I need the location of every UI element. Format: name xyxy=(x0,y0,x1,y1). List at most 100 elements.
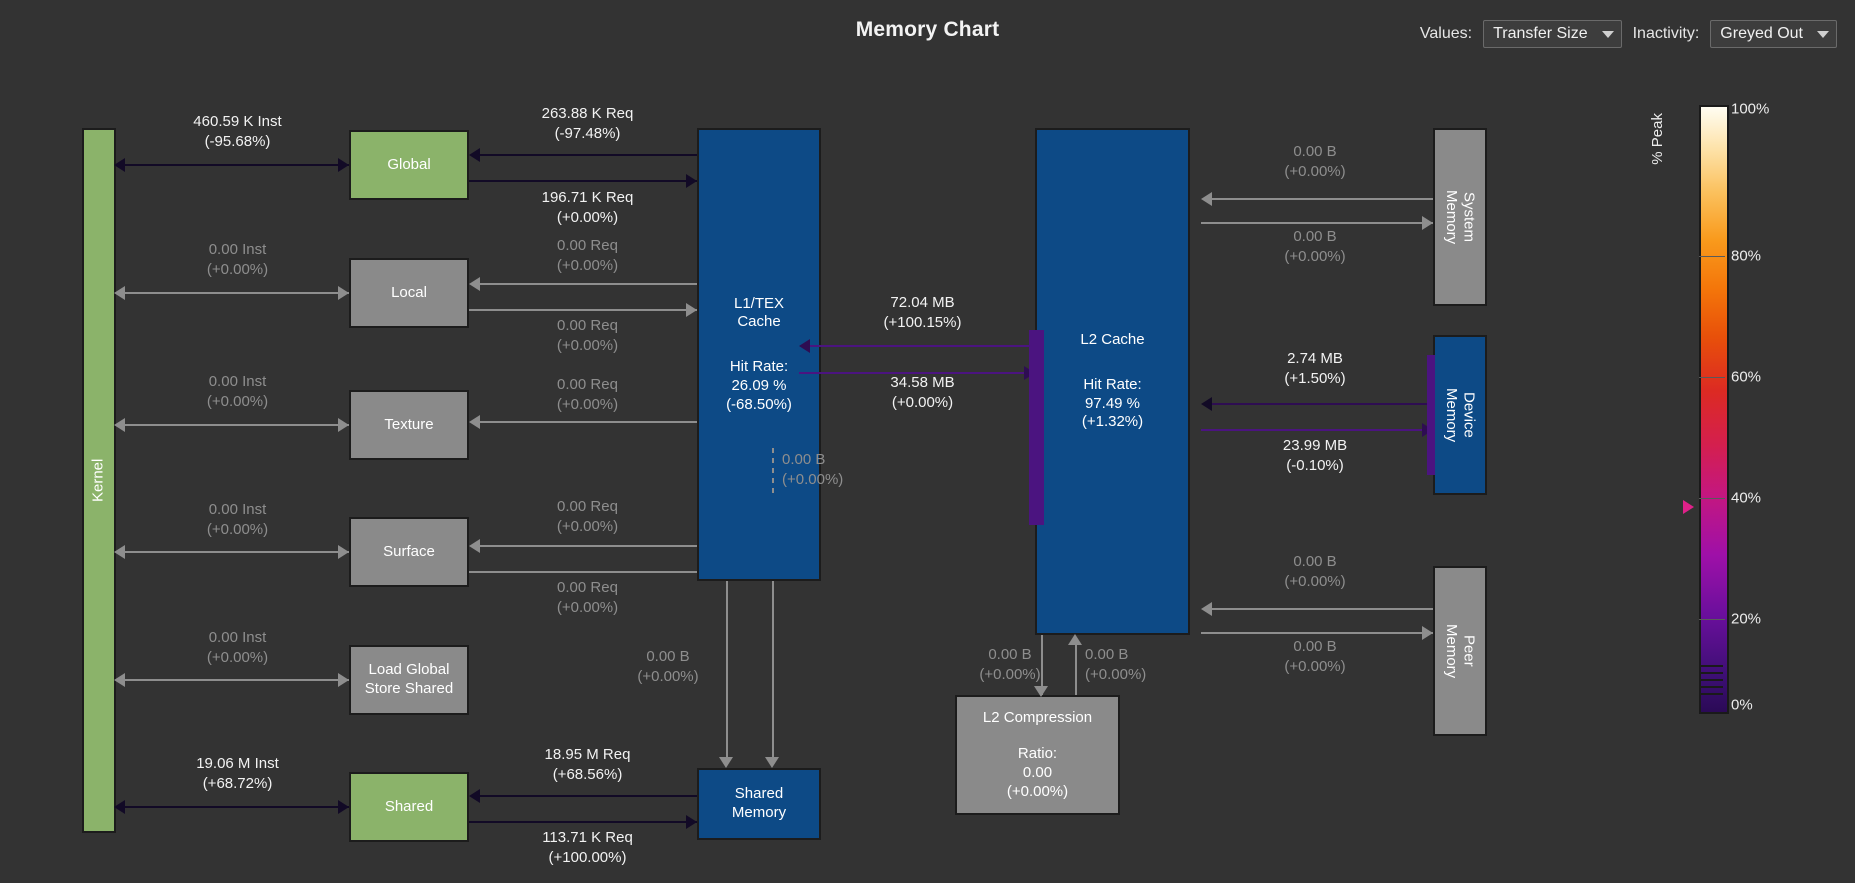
scale-tick-0: 0% xyxy=(1731,696,1753,714)
edge-kernel-shared xyxy=(125,806,349,808)
edge-l2-compress-down xyxy=(1041,635,1043,695)
edge-label-surface-l1-out: 0.00 Req(+0.00%) xyxy=(556,579,619,616)
top-controls: Values: Transfer Size Inactivity: Greyed… xyxy=(1420,20,1837,48)
edge-label-l2-system-in: 0.00 B(+0.00%) xyxy=(1284,143,1346,180)
edge-label-l2-compress-up: 0.00 B(+0.00%) xyxy=(1085,646,1147,683)
edge-kernel-lgss xyxy=(125,679,349,681)
edge-label-l2-system-out: 0.00 B(+0.00%) xyxy=(1284,228,1346,265)
edge-label-lgss-dashed: 0.00 B(+0.00%) xyxy=(782,451,844,488)
l2-left-bar-2 xyxy=(1037,330,1044,525)
scale-striation xyxy=(1701,686,1723,688)
scale-striation xyxy=(1701,693,1723,695)
l2-hit-rate-value: 97.49 % xyxy=(1084,394,1141,412)
scale-tick-40: 40% xyxy=(1731,489,1762,507)
scale-striation xyxy=(1701,665,1723,667)
edge-label-kernel-global: 460.59 K Inst(-95.68%) xyxy=(193,113,282,150)
scale-tick-dash xyxy=(1699,619,1725,620)
scale-gradient-bar xyxy=(1699,105,1729,714)
edge-l2-system-out xyxy=(1201,222,1433,224)
edge-shared-sharedmem-out xyxy=(469,821,697,823)
arrowhead-right-icon xyxy=(1422,626,1433,640)
scale-striation xyxy=(1701,679,1723,681)
node-load-global-store-shared[interactable]: Load Global Store Shared xyxy=(349,645,469,715)
node-l1tex-cache[interactable]: L1/TEX Cache Hit Rate: 26.09 % (-68.50%) xyxy=(697,128,821,581)
l2-compression-name: L2 Compression xyxy=(982,708,1093,726)
edge-label-l2-device-out: 23.99 MB(-0.10%) xyxy=(1282,437,1348,474)
l2-name: L2 Cache xyxy=(1080,331,1145,348)
arrowhead-left-icon xyxy=(114,418,125,432)
node-global[interactable]: Global xyxy=(349,130,469,200)
arrowhead-right-icon xyxy=(1422,216,1433,230)
arrowhead-right-icon xyxy=(338,418,349,432)
edge-label-l2-compress-down: 0.00 B(+0.00%) xyxy=(979,646,1041,683)
values-label: Values: xyxy=(1419,25,1473,42)
inactivity-dropdown-value: Greyed Out xyxy=(1720,25,1803,42)
peak-color-scale: % Peak 100% 80% 60% 40% 20% 0% xyxy=(1639,101,1819,715)
node-system-memory[interactable]: System Memory xyxy=(1433,128,1487,306)
arrowhead-left-icon xyxy=(114,800,125,814)
node-shared-memory[interactable]: Shared Memory xyxy=(697,768,821,840)
node-texture[interactable]: Texture xyxy=(349,390,469,460)
scale-tick-60: 60% xyxy=(1731,368,1762,386)
edge-global-l1-out xyxy=(469,180,697,182)
node-l2-compression[interactable]: L2 Compression Ratio: 0.00 (+0.00%) xyxy=(955,695,1120,815)
node-kernel[interactable]: Kernel xyxy=(82,128,116,833)
arrowhead-left-icon xyxy=(1201,602,1212,616)
edge-kernel-texture xyxy=(125,424,349,426)
arrowhead-right-icon xyxy=(338,158,349,172)
edge-label-kernel-lgss: 0.00 Inst(+0.00%) xyxy=(206,629,269,666)
node-l2-cache[interactable]: L2 Cache Hit Rate: 97.49 % (+1.32%) xyxy=(1035,128,1190,635)
arrowhead-right-icon xyxy=(686,303,697,317)
edge-label-local-l1-out: 0.00 Req(+0.00%) xyxy=(556,317,619,354)
edge-global-l1-in xyxy=(480,154,697,156)
edge-label-l2-peer-out: 0.00 B(+0.00%) xyxy=(1284,638,1346,675)
edge-local-l1-out xyxy=(469,309,697,311)
arrowhead-down-icon xyxy=(719,757,733,768)
l1tex-hit-rate-delta: (-68.50%) xyxy=(726,395,792,413)
arrowhead-down-icon xyxy=(1034,686,1048,697)
edge-l2-peer-out xyxy=(1201,632,1433,634)
arrowhead-right-icon xyxy=(686,174,697,188)
edge-label-l1-l2-out: 34.58 MB(+0.00%) xyxy=(890,374,955,411)
edge-l2-system-in xyxy=(1212,198,1433,200)
arrowhead-right-icon xyxy=(686,815,697,829)
chevron-down-icon xyxy=(1601,30,1614,38)
node-local[interactable]: Local xyxy=(349,258,469,328)
l1tex-name: L1/TEX Cache xyxy=(733,294,785,331)
scale-tick-dash xyxy=(1699,377,1725,378)
node-surface[interactable]: Surface xyxy=(349,517,469,587)
arrowhead-down-icon xyxy=(765,757,779,768)
l2-compression-ratio-label: Ratio: xyxy=(1017,745,1058,763)
edge-label-kernel-texture: 0.00 Inst(+0.00%) xyxy=(206,373,269,410)
edge-label-global-l1-in: 263.88 K Req(-97.48%) xyxy=(541,105,634,142)
scale-tick-20: 20% xyxy=(1731,610,1762,628)
node-shared[interactable]: Shared xyxy=(349,772,469,842)
l2-hit-rate-label: Hit Rate: xyxy=(1083,375,1142,393)
l2-compression-ratio-delta: (+0.00%) xyxy=(1006,782,1069,800)
node-peer-memory[interactable]: Peer Memory xyxy=(1433,566,1487,736)
arrowhead-left-icon xyxy=(114,158,125,172)
arrowhead-right-icon xyxy=(338,545,349,559)
values-dropdown[interactable]: Transfer Size xyxy=(1483,20,1622,48)
node-device-memory[interactable]: Device Memory xyxy=(1433,335,1487,495)
edge-l1-sharedmem-left xyxy=(726,581,728,761)
edge-l2-device-out xyxy=(1201,429,1433,431)
edge-label-l1-l2-in: 72.04 MB(+100.15%) xyxy=(883,294,962,331)
l2-compression-ratio-value: 0.00 xyxy=(1022,764,1053,781)
edge-local-l1-in xyxy=(480,283,697,285)
edge-label-l2-peer-in: 0.00 B(+0.00%) xyxy=(1284,553,1346,590)
arrowhead-left-icon xyxy=(799,339,810,353)
device-left-bar xyxy=(1427,355,1435,475)
edge-l2-device-in xyxy=(1212,403,1433,405)
edge-label-global-l1-out: 196.71 K Req(+0.00%) xyxy=(541,189,634,226)
arrowhead-right-icon xyxy=(338,673,349,687)
edge-kernel-surface xyxy=(125,551,349,553)
values-dropdown-value: Transfer Size xyxy=(1493,25,1588,42)
inactivity-dropdown[interactable]: Greyed Out xyxy=(1710,20,1837,48)
edge-l1-l2-out xyxy=(799,372,1035,374)
scale-marker-icon xyxy=(1683,499,1694,514)
scale-striation xyxy=(1701,672,1723,674)
arrowhead-up-icon xyxy=(1068,634,1082,645)
edge-l1-l2-in xyxy=(810,345,1035,347)
edge-label-shared-sharedmem-out: 113.71 K Req(+100.00%) xyxy=(542,829,633,866)
